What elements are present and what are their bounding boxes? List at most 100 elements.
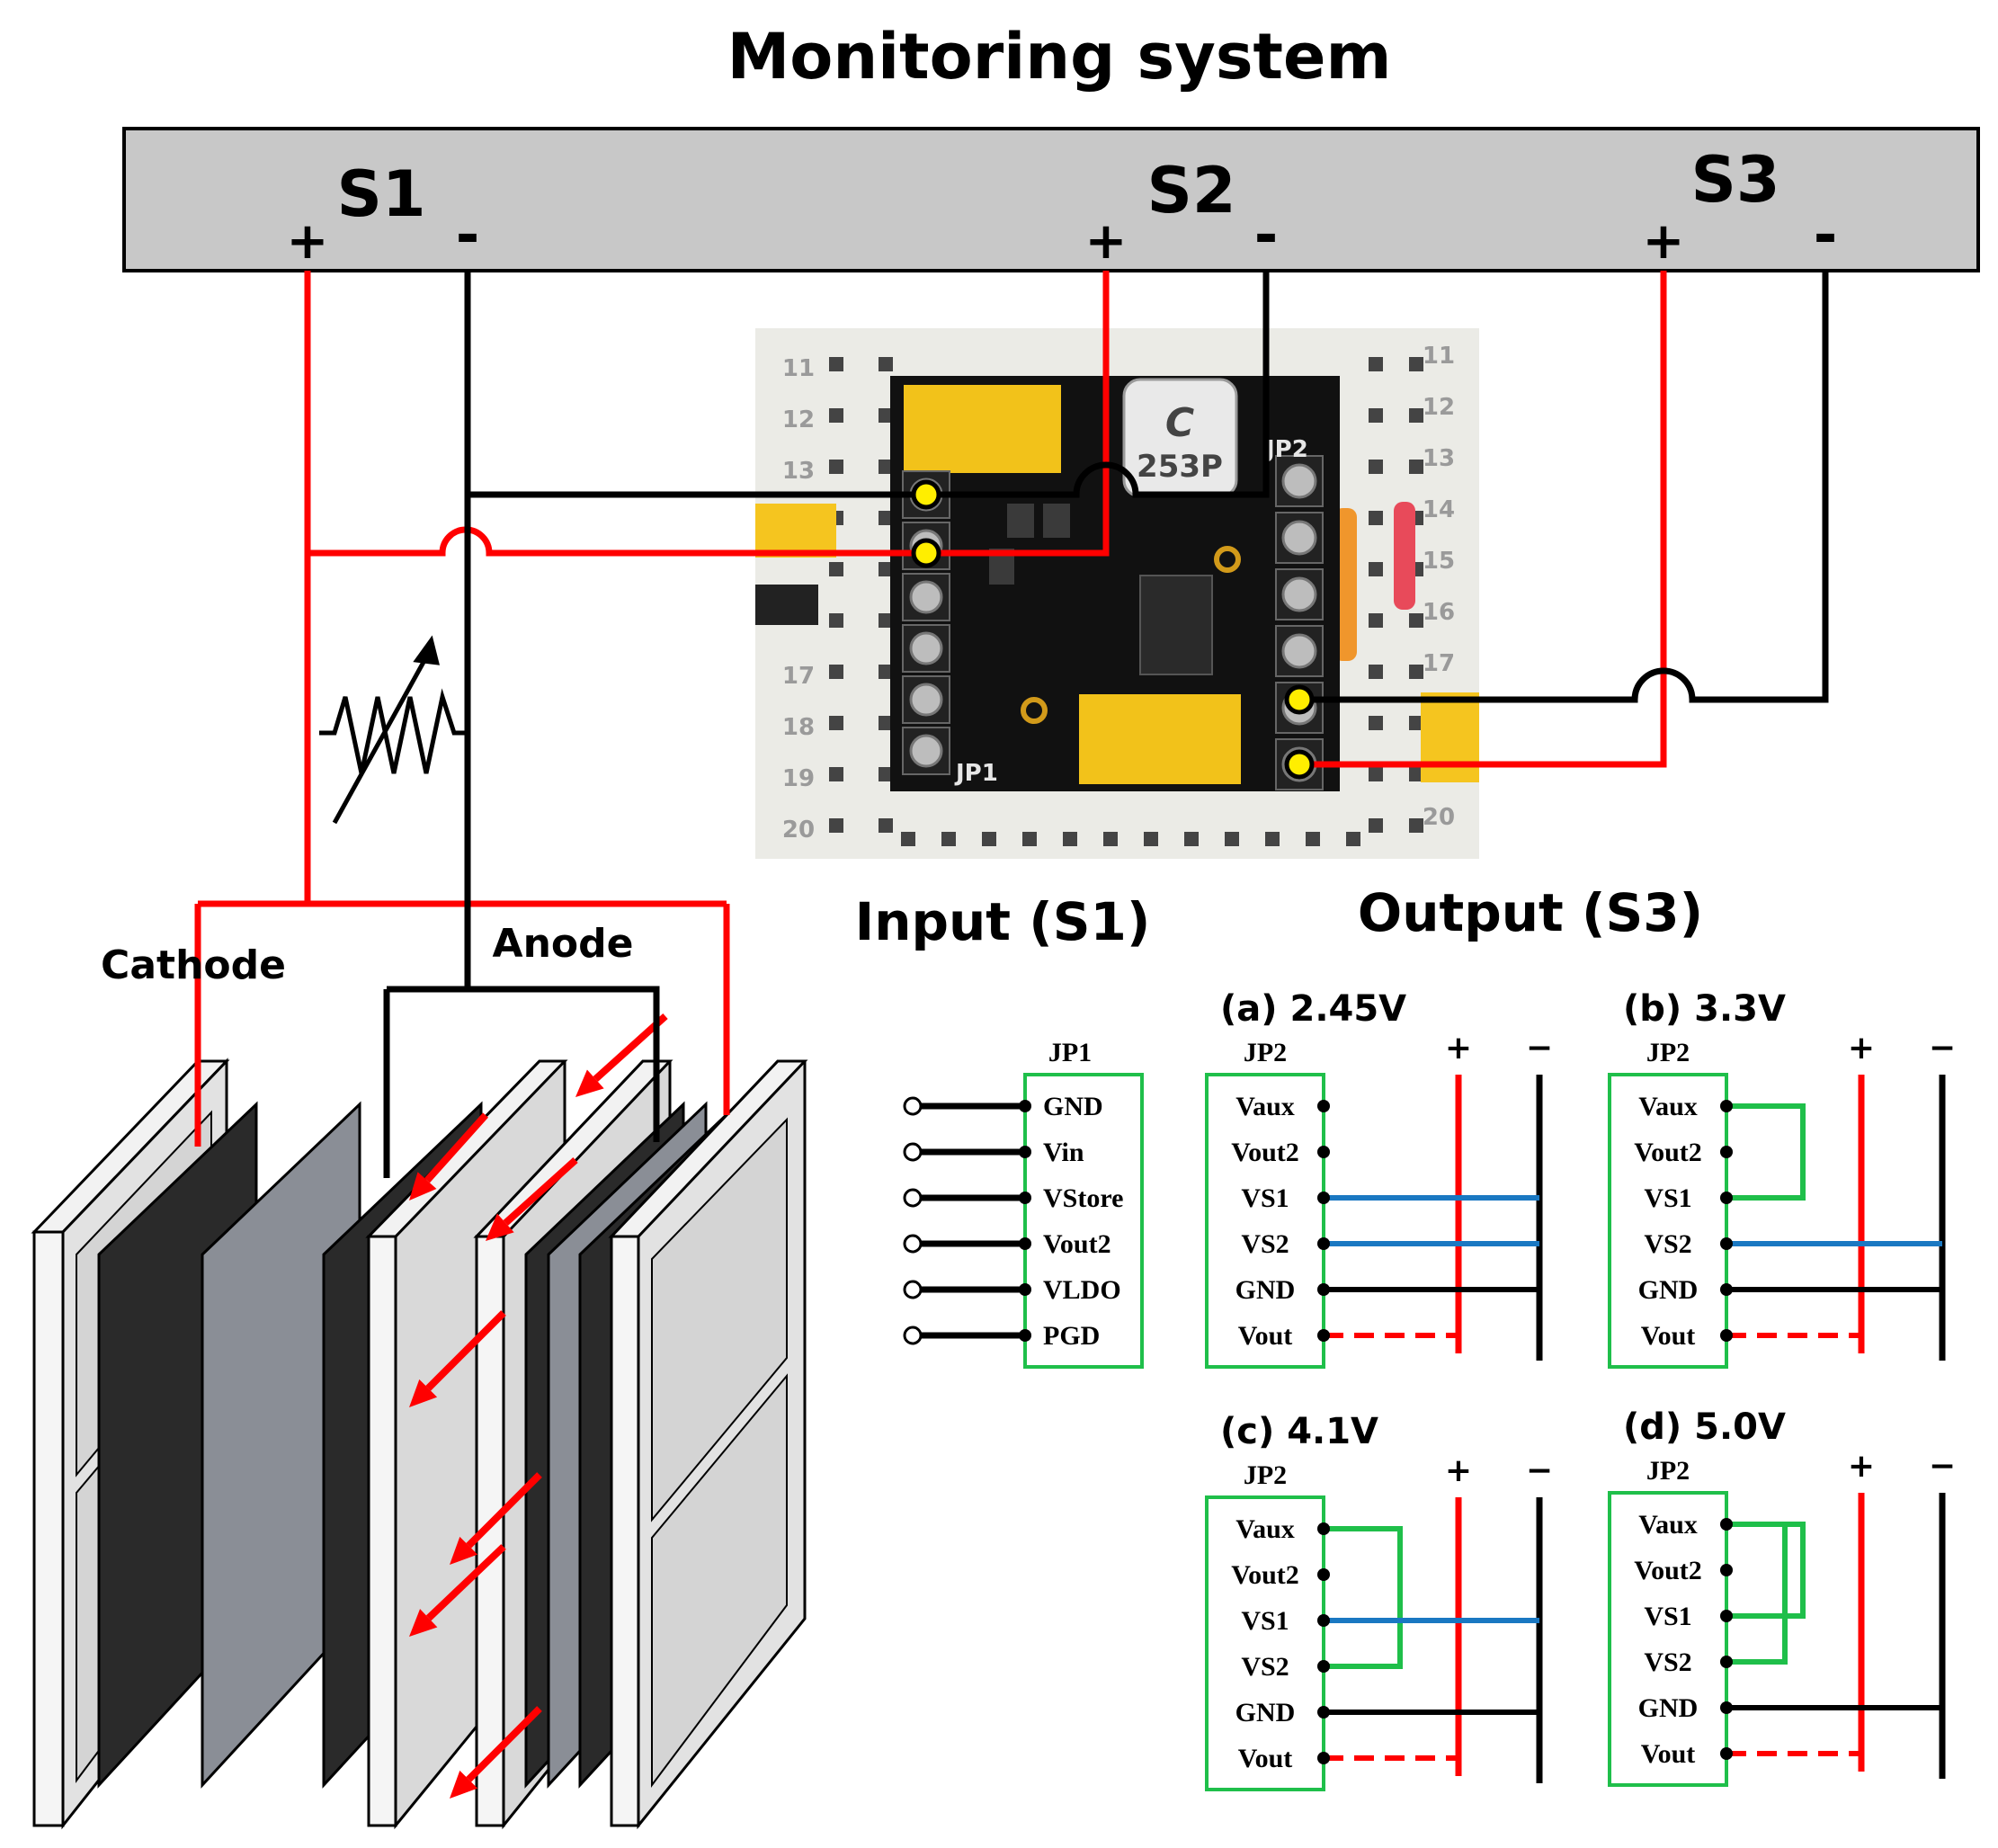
yellow-lead-right	[1421, 692, 1479, 782]
svg-text:20: 20	[1423, 804, 1455, 831]
svg-text:15: 15	[1423, 548, 1455, 575]
ic-chip	[1139, 575, 1213, 675]
jp2-board-label: JP2	[1264, 436, 1308, 463]
svg-text:20: 20	[782, 817, 815, 844]
jumper-wire	[1726, 1522, 1788, 1665]
breadboard-holes	[829, 357, 1423, 846]
flow-arrow	[503, 1157, 578, 1226]
chip-mark-c: C	[1165, 400, 1194, 446]
jp2-header-label: JP2	[1646, 1038, 1690, 1067]
pin-dot	[1720, 1283, 1733, 1296]
jp1-pin-label: GND	[1043, 1092, 1103, 1121]
plus-terminal-label: +	[1848, 1030, 1875, 1067]
jp1-box	[1023, 1073, 1144, 1369]
jp2-pin-label: VS2	[1241, 1652, 1289, 1682]
channel-s2-label: S2	[1146, 154, 1235, 228]
config-label: (c) 4.1V	[1220, 1411, 1378, 1452]
red-resistor	[1394, 502, 1415, 610]
pin-dot	[1019, 1192, 1031, 1204]
row-numbers-left: 11 12 13 17 18 19 20	[782, 355, 815, 844]
s3-wiring	[1299, 271, 1829, 768]
jp2-pin-label: GND	[1638, 1693, 1699, 1723]
channel-s1-plus: +	[287, 212, 329, 271]
svg-text:12: 12	[782, 406, 815, 433]
jp2-header-label: JP2	[1244, 1460, 1287, 1490]
svg-text:11: 11	[782, 355, 815, 382]
pin-dot	[1317, 1614, 1330, 1627]
jp2-box	[1205, 1495, 1325, 1791]
jp2-header-label: JP2	[1244, 1038, 1287, 1067]
jp2-pin-label: VS2	[1241, 1229, 1289, 1259]
jp2-pin-label: Vaux	[1638, 1510, 1698, 1540]
jp2-pin-label: Vaux	[1235, 1092, 1295, 1121]
jp2-pin-label: VS1	[1644, 1602, 1691, 1631]
output-configurations: (a) 2.45VJP2+−VauxVout2VS1VS2GNDVout(b) …	[1205, 988, 1956, 1791]
svg-text:16: 16	[1423, 599, 1455, 626]
pin-dot	[1720, 1610, 1733, 1622]
cathode-label: Cathode	[101, 942, 286, 988]
svg-text:13: 13	[782, 458, 815, 485]
s2-wiring	[926, 271, 1270, 557]
pin-dot	[1019, 1283, 1031, 1296]
pin-dot	[1720, 1747, 1733, 1760]
channel-s3-label: S3	[1690, 143, 1779, 217]
pin-dot	[1317, 1329, 1330, 1342]
board-photo: 11 12 13 17 18 19 20 11 12 13 14 15 16 1…	[755, 328, 1479, 859]
svg-text:12: 12	[1423, 394, 1455, 421]
pin-dot	[1720, 1100, 1733, 1112]
pin-dot	[1720, 1237, 1733, 1250]
config-label: (b) 3.3V	[1623, 988, 1786, 1030]
flow-arrow-head	[486, 1213, 514, 1241]
pin-dot	[1317, 1146, 1330, 1158]
jp2-pin-label: GND	[1638, 1275, 1699, 1305]
pin-dot	[1317, 1522, 1330, 1535]
pin-dot	[1317, 1568, 1330, 1581]
minus-terminal-label: −	[1526, 1030, 1553, 1067]
chip-mark-253p: 253P	[1137, 449, 1223, 485]
flow-arrow	[425, 1310, 506, 1391]
jp2-pin-label: Vaux	[1638, 1092, 1698, 1121]
tantalum-cap-top	[904, 385, 1061, 473]
jp2-pin-label: Vout	[1238, 1321, 1293, 1351]
flow-arrow-head	[450, 1536, 478, 1565]
svg-text:19: 19	[782, 765, 815, 792]
jp1-pin-label: VStore	[1043, 1183, 1123, 1213]
jp1-header-label: JP1	[1048, 1038, 1092, 1067]
pin-dot	[1720, 1564, 1733, 1576]
jp1-board-label: JP1	[954, 760, 998, 787]
flow-arrow-head	[409, 1609, 438, 1637]
minus-terminal-label: −	[1929, 1030, 1956, 1067]
pin-dot	[1720, 1329, 1733, 1342]
pin-dot	[1019, 1100, 1031, 1112]
jp2-pin-label: VS2	[1644, 1229, 1691, 1259]
s1-wiring	[198, 271, 926, 989]
flow-arrow-head	[409, 1172, 437, 1201]
page-title: Monitoring system	[727, 20, 1392, 94]
input-terminal	[903, 1096, 923, 1116]
pin-dot	[1317, 1706, 1330, 1719]
jp2-header-label: JP2	[1646, 1456, 1690, 1486]
plus-terminal-label: +	[1848, 1448, 1875, 1485]
svg-text:18: 18	[782, 714, 815, 741]
flow-arrows	[409, 1013, 668, 1799]
jp1-pin-label: PGD	[1043, 1321, 1100, 1351]
config-label: (d) 5.0V	[1623, 1406, 1786, 1448]
fuel-cell-stack	[31, 904, 808, 1830]
jp2-box	[1608, 1491, 1728, 1787]
pin-dot	[1317, 1100, 1330, 1112]
svg-text:13: 13	[1423, 445, 1455, 472]
jp2-pin-label: GND	[1235, 1275, 1296, 1305]
svg-text:17: 17	[782, 663, 815, 690]
input-terminal	[903, 1280, 923, 1299]
jumper-wire	[1726, 1522, 1806, 1619]
jp2-pin-label: Vout2	[1231, 1138, 1299, 1167]
jumper-wire	[1726, 1103, 1806, 1201]
jp1-pin-label: Vin	[1043, 1138, 1084, 1167]
output-heading: Output (S3)	[1358, 882, 1703, 943]
plus-terminal-label: +	[1445, 1452, 1472, 1489]
